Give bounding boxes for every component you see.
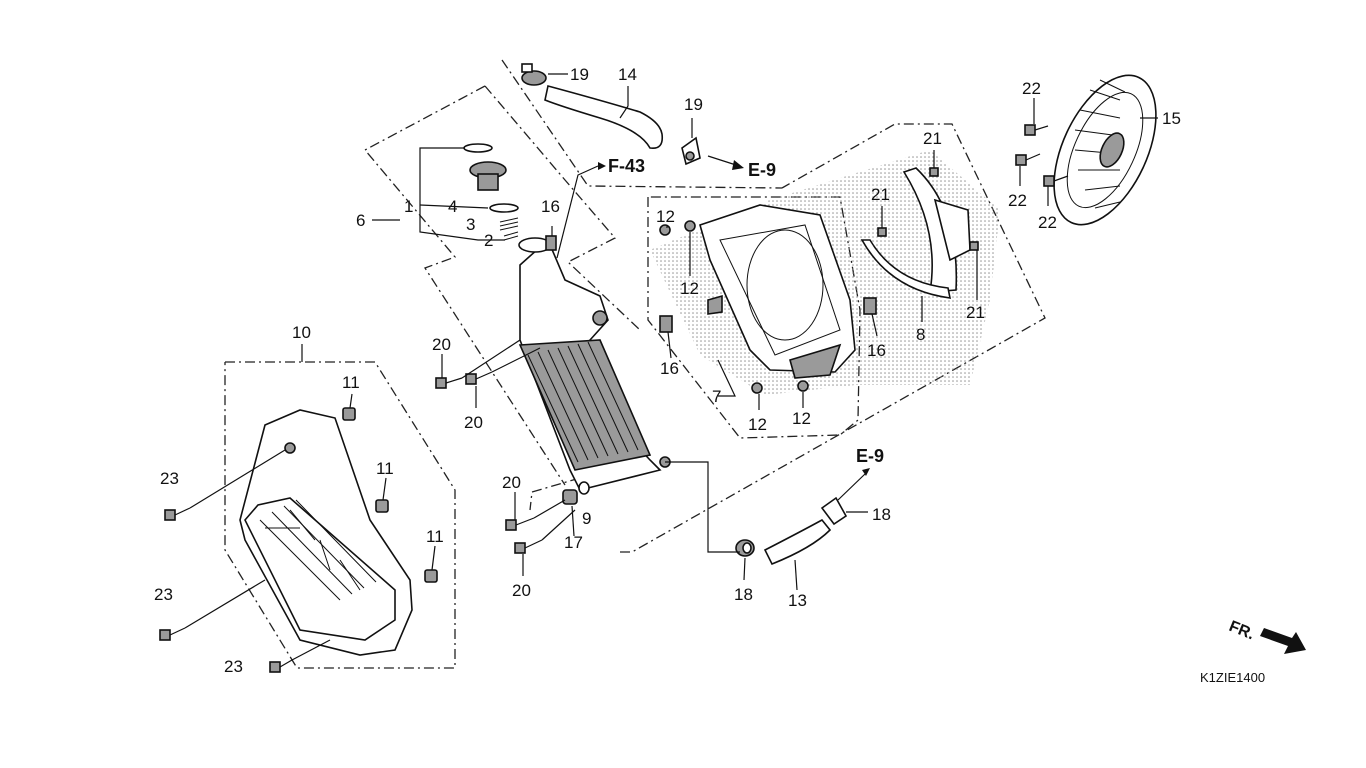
screw-21a [929, 167, 939, 177]
bolt-22b [1015, 153, 1041, 166]
bolt-23c [269, 659, 293, 673]
label-12-topright: 12 [680, 279, 699, 298]
grommet-11b [375, 499, 389, 513]
screw-21b [877, 227, 887, 237]
label-7: 7 [712, 387, 721, 406]
clip-16c [863, 297, 877, 315]
label-19-upper: 19 [570, 65, 589, 84]
radiator-cap-assembly [419, 143, 519, 241]
bolt-20d [514, 539, 543, 554]
label-12-bottomright: 12 [792, 409, 811, 428]
ref-f43: F-43 [608, 156, 645, 176]
arrow-to-f43 [556, 162, 606, 259]
label-19-right: 19 [684, 95, 703, 114]
arrow-to-e9-upper [707, 155, 744, 170]
label-17: 17 [564, 533, 583, 552]
label-8: 8 [916, 325, 925, 344]
ref-e9-upper: E-9 [748, 160, 776, 180]
label-12-topleft: 12 [656, 207, 675, 226]
screw-21c [969, 241, 979, 251]
hose-clip-18 [820, 496, 848, 526]
nut-12d [797, 380, 809, 392]
label-20-topright: 20 [464, 413, 483, 432]
label-3: 3 [466, 215, 475, 234]
hose-clamp-upper [521, 63, 547, 86]
label-9: 9 [582, 509, 591, 528]
label-18-right: 18 [872, 505, 891, 524]
label-22-mid: 22 [1008, 191, 1027, 210]
label-18-lower: 18 [734, 585, 753, 604]
front-label: FR. [1227, 618, 1257, 643]
label-2: 2 [484, 231, 493, 250]
label-21-top: 21 [923, 129, 942, 148]
radiator-shroud [699, 204, 856, 379]
bolt-23a [164, 507, 191, 521]
label-1: 1 [404, 197, 413, 216]
label-22-right: 22 [1038, 213, 1057, 232]
label-16-top: 16 [541, 197, 560, 216]
label-22-top: 22 [1022, 79, 1041, 98]
bolt-23b [159, 627, 186, 641]
label-20-lowerleft: 20 [502, 473, 521, 492]
clip-16b [659, 315, 673, 333]
label-21-mid: 21 [871, 185, 890, 204]
nut-12b [684, 220, 696, 232]
upper-hose [544, 85, 664, 150]
part-labels: 19 14 19 15 22 22 22 21 21 21 8 16 12 12… [154, 65, 1181, 676]
label-20-bottom: 20 [512, 581, 531, 600]
label-11-top: 11 [342, 373, 360, 392]
label-15: 15 [1162, 109, 1181, 128]
label-6: 6 [356, 211, 365, 230]
nut-12a [659, 224, 671, 236]
bolt-20b [465, 371, 493, 385]
leader-lines [184, 73, 1158, 661]
label-16-mid: 16 [660, 359, 679, 378]
ref-e9-lower: E-9 [856, 446, 884, 466]
label-23-top: 23 [160, 469, 179, 488]
lower-hose [763, 518, 832, 566]
label-4: 4 [448, 197, 457, 216]
grommet-11c [424, 569, 438, 583]
fan-bracket [860, 167, 971, 299]
clip-16a [545, 235, 557, 251]
nut-12c [751, 382, 763, 394]
label-11-mid: 11 [376, 459, 394, 478]
bolt-20c [505, 517, 535, 531]
diagram-code: K1ZIE1400 [1200, 670, 1265, 685]
label-23-mid: 23 [154, 585, 173, 604]
assembly-boundary-left [363, 85, 641, 486]
arrow-to-e9-lower [862, 468, 870, 476]
bolt-22c [1043, 175, 1069, 187]
hose-clamp-lower [735, 539, 755, 557]
front-arrow-icon [1260, 628, 1306, 654]
label-11-bottom: 11 [426, 527, 444, 546]
label-16-right: 16 [867, 341, 886, 360]
drain-bolt [562, 481, 590, 505]
grommet-11a [342, 407, 356, 421]
assembly-boundary-cover [224, 361, 456, 669]
label-23-bottom: 23 [224, 657, 243, 676]
label-20-topleft: 20 [432, 335, 451, 354]
label-10: 10 [292, 323, 311, 342]
hose-clamp-right [681, 136, 701, 166]
label-13: 13 [788, 591, 807, 610]
radiator-cover [239, 409, 413, 656]
label-21-right: 21 [966, 303, 985, 322]
radiator [518, 237, 671, 491]
bolt-20a [435, 377, 463, 389]
bolt-22a [1024, 124, 1049, 136]
label-14: 14 [618, 65, 637, 84]
label-12-bottomleft: 12 [748, 415, 767, 434]
cooling-fan [1053, 74, 1157, 226]
